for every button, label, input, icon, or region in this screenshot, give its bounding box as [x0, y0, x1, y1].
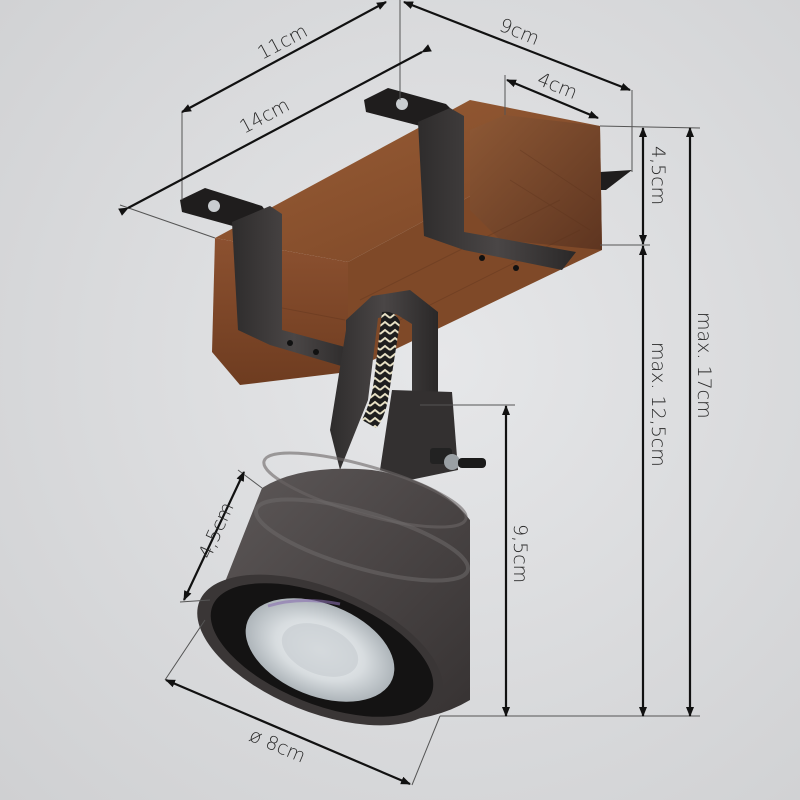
mounting-bracket-tab [598, 170, 632, 190]
metal-strap-right [418, 108, 576, 271]
screw-icon [396, 98, 408, 110]
dimension-label-beam-height: 4,5cm [647, 146, 669, 205]
braided-cable [362, 311, 400, 428]
dimension-lines [118, 0, 701, 786]
spotlight-shade [197, 451, 471, 726]
dimension-label-14cm: 14cm [236, 94, 293, 138]
metal-strap-left [232, 206, 356, 368]
screw-icon [208, 200, 220, 212]
dimension-label-max-12-5cm: max. 12,5cm [647, 342, 669, 467]
dimension-label-max-17cm: max. 17cm [693, 312, 715, 419]
dimension-label-diameter: ø 8cm [246, 724, 309, 767]
dimension-label-9cm: 9cm [496, 14, 542, 50]
wing-screw-icon [430, 448, 486, 470]
dimension-label-4cm: 4cm [534, 68, 580, 104]
dimension-label-shade-depth: 4,5cm [194, 499, 238, 562]
dimension-label-9-5cm: 9,5cm [509, 524, 531, 583]
